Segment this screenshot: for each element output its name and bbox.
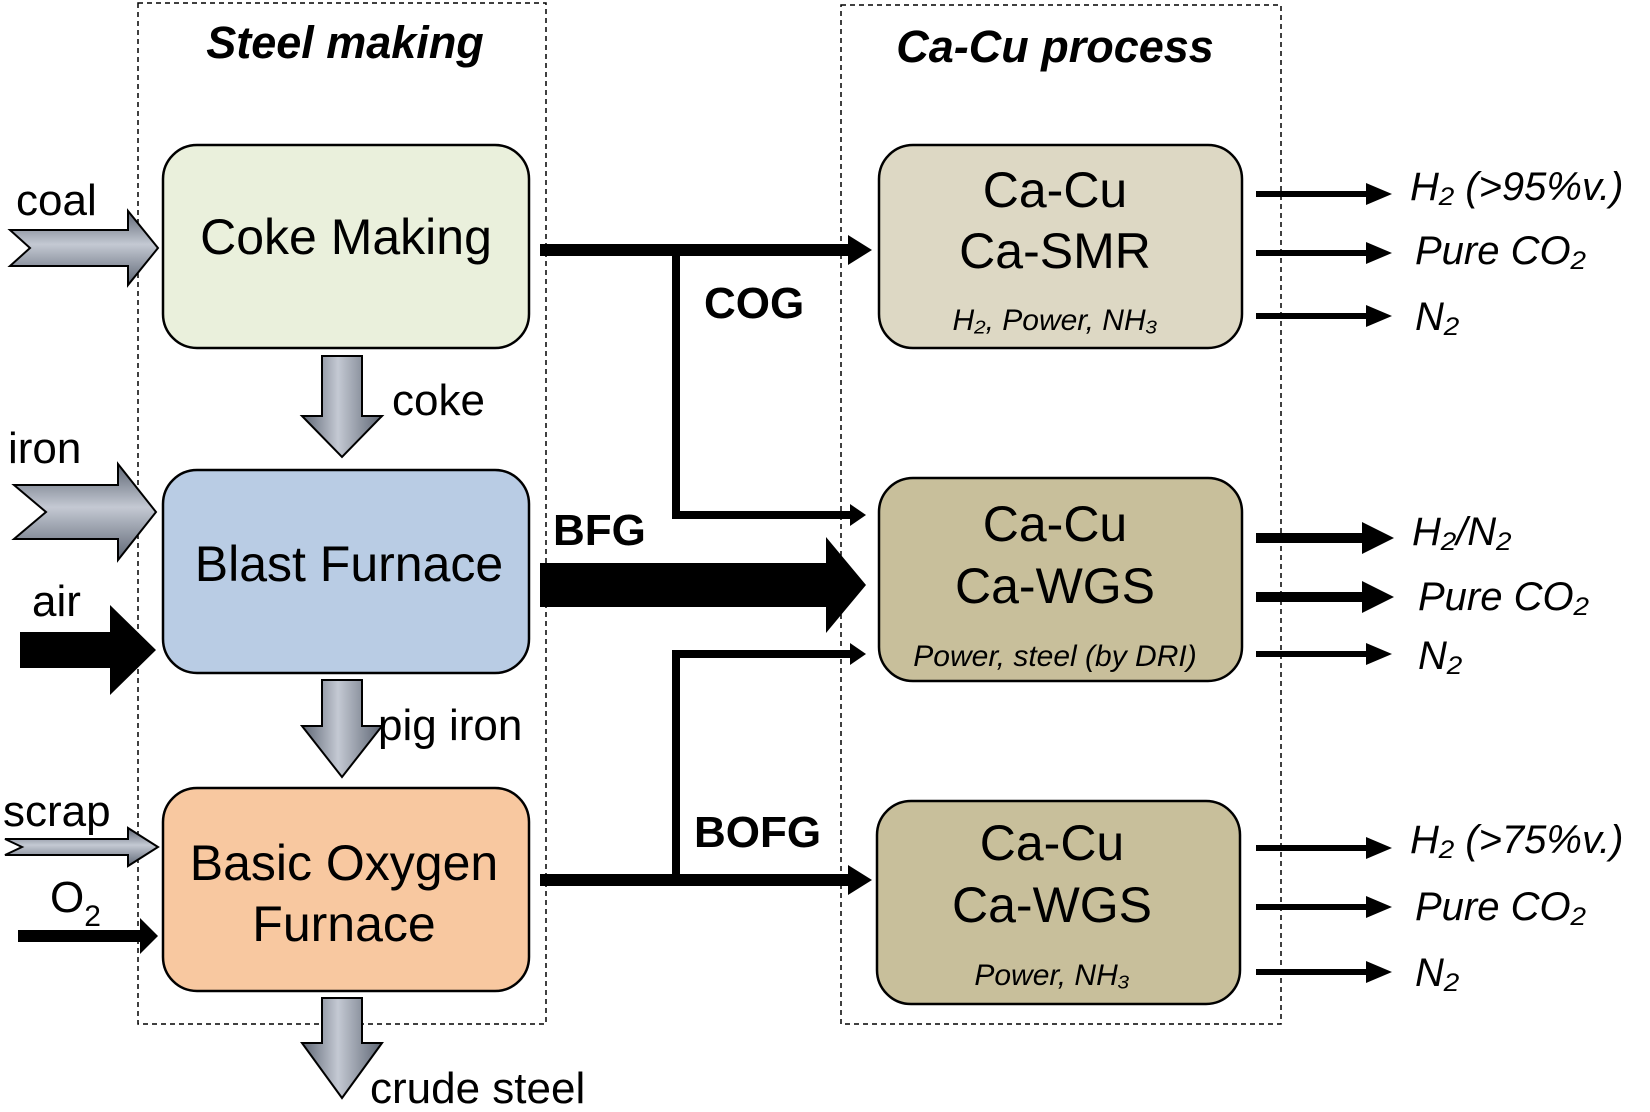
- wgs2-output-h2: H₂ (>75%v.): [1410, 818, 1623, 862]
- coal-label: coal: [16, 176, 97, 225]
- wgs1-output-h2n2: H₂/N₂: [1412, 510, 1511, 554]
- cog-branch-arrowhead: [850, 504, 866, 526]
- coke-label: coke: [392, 376, 485, 425]
- ca-wgs2-products: Power, NH₃: [974, 959, 1129, 992]
- ca-smr-line2: Ca-SMR: [959, 223, 1151, 279]
- ca-wgs1-products: Power, steel (by DRI): [913, 640, 1196, 673]
- wgs2-output-arrows: [1256, 837, 1392, 983]
- ca-wgs2-line1: Ca-Cu: [980, 815, 1124, 871]
- wgs1-output-co2: Pure CO₂: [1418, 575, 1589, 619]
- ca-smr-products: H₂, Power, NH₃: [952, 304, 1157, 337]
- smr-n2-arrowhead: [1366, 305, 1392, 327]
- smr-output-arrows: [1256, 183, 1392, 327]
- coke-making-label: Coke Making: [200, 209, 492, 265]
- wgs2-output-n2: N₂: [1415, 951, 1459, 995]
- smr-co2-arrowhead: [1366, 242, 1392, 264]
- cog-arrowhead: [848, 235, 872, 265]
- crude-steel-down-arrow: [300, 997, 384, 1100]
- cog-flow: [540, 235, 872, 526]
- ca-smr-line1: Ca-Cu: [983, 162, 1127, 218]
- bofg-label: BOFG: [694, 808, 821, 857]
- ca-wgs2-line2: Ca-WGS: [952, 877, 1152, 933]
- bof-label-line2: Furnace: [252, 896, 435, 952]
- steel-making-title: Steel making: [206, 17, 484, 68]
- coke-making-box: [161, 143, 531, 350]
- wgs1-co2-arrowhead: [1362, 581, 1394, 613]
- wgs1-n2-arrowhead: [1366, 643, 1392, 665]
- iron-label: iron: [8, 424, 81, 473]
- wgs2-co2-arrowhead: [1366, 896, 1392, 918]
- iron-arrow: [11, 461, 158, 563]
- bfg-label: BFG: [553, 506, 646, 555]
- blast-furnace-label: Blast Furnace: [195, 536, 503, 592]
- crude-steel-label: crude steel: [370, 1064, 585, 1112]
- wgs2-n2-arrowhead: [1366, 961, 1392, 983]
- wgs1-output-n2: N₂: [1418, 634, 1462, 678]
- o2-arrow: [18, 918, 158, 954]
- bfg-arrow: [540, 537, 866, 633]
- bofg-flow: [540, 643, 872, 895]
- scrap-arrow: [4, 826, 160, 868]
- coal-arrow: [7, 208, 160, 288]
- bofg-branch-arrowhead: [850, 643, 866, 665]
- cog-label: COG: [704, 279, 804, 328]
- smr-output-co2: Pure CO₂: [1415, 229, 1586, 273]
- bof-label-line1: Basic Oxygen: [190, 835, 498, 891]
- ca-smr-box: [877, 143, 1244, 350]
- wgs2-output-co2: Pure CO₂: [1415, 885, 1586, 929]
- smr-h2-arrowhead: [1366, 183, 1392, 205]
- cacu-process-frame: [840, 4, 1282, 1025]
- wgs2-h2-arrowhead: [1366, 837, 1392, 859]
- scrap-label: scrap: [3, 787, 111, 836]
- ca-wgs2-box: [875, 799, 1242, 1006]
- ca-wgs1-line1: Ca-Cu: [983, 496, 1127, 552]
- ca-wgs1-line2: Ca-WGS: [955, 558, 1155, 614]
- o2-subscript: 2: [84, 900, 101, 933]
- bofg-arrowhead: [848, 865, 872, 895]
- pig-iron-down-arrow: [299, 679, 385, 779]
- air-label: air: [32, 577, 81, 626]
- pig-iron-label: pig iron: [378, 701, 522, 750]
- cog-branch-line: [672, 250, 852, 519]
- air-arrow: [20, 605, 156, 695]
- blast-furnace-box: [161, 468, 531, 675]
- wgs1-output-arrows: [1256, 522, 1394, 665]
- bofg-branch-line: [672, 650, 852, 880]
- basic-oxygen-furnace-box: [161, 786, 531, 993]
- ca-wgs1-box: [877, 476, 1244, 683]
- smr-output-h2: H₂ (>95%v.): [1410, 165, 1623, 209]
- coke-down-arrow: [299, 355, 385, 459]
- wgs1-h2n2-arrowhead: [1362, 522, 1394, 554]
- cacu-process-title: Ca-Cu process: [896, 21, 1214, 72]
- smr-output-n2: N₂: [1415, 295, 1459, 339]
- o2-label: O2: [50, 873, 101, 933]
